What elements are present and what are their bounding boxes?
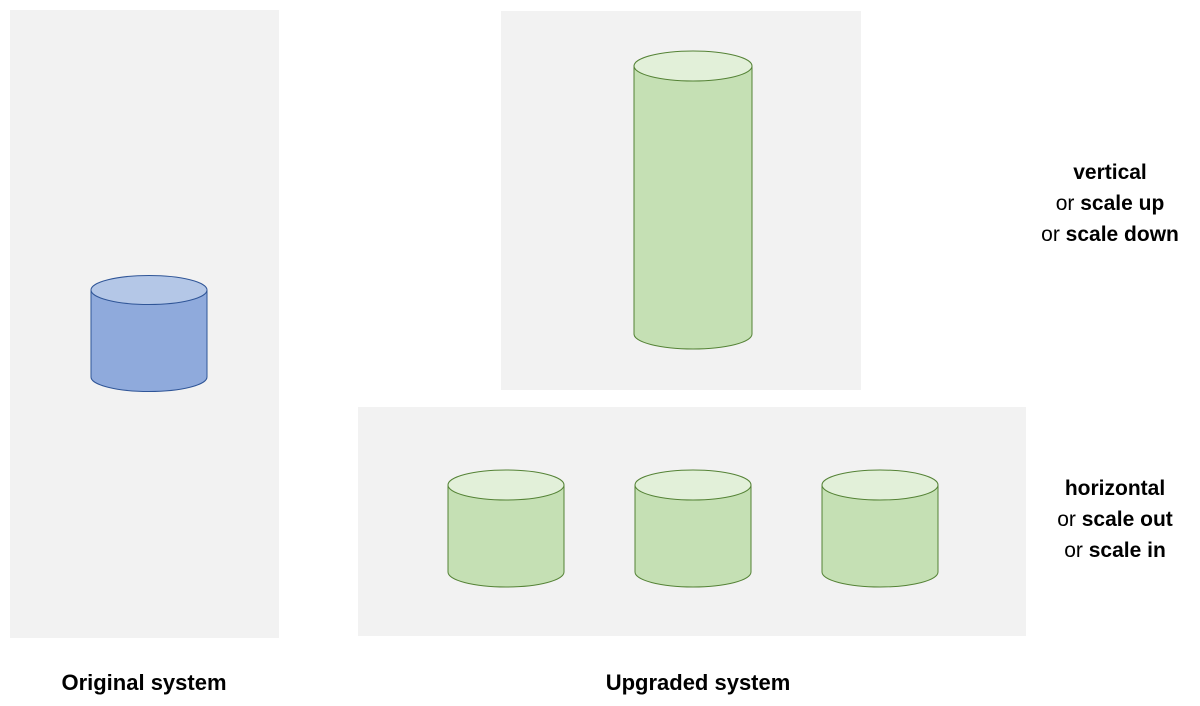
or-word: or: [1057, 508, 1082, 531]
scale-out-term: scale out: [1081, 508, 1173, 531]
scale-up-term: scale up: [1080, 192, 1165, 215]
scaled-out-database-icon: [447, 469, 565, 588]
scale-in-term: scale in: [1088, 539, 1166, 562]
vertical-scaling-label: vertical or scale up or scale down: [1020, 157, 1200, 250]
scaled-out-database-icon: [821, 469, 939, 588]
horizontal-scaling-label: horizontal or scale out or scale in: [1025, 473, 1200, 566]
scaled-up-database-icon: [633, 50, 753, 350]
scaled-out-database-icon: [634, 469, 752, 588]
scale-down-term: scale down: [1065, 223, 1179, 246]
vertical-term: vertical: [1073, 161, 1147, 184]
or-word: or: [1041, 223, 1066, 246]
original-database-icon: [90, 275, 208, 392]
or-word: or: [1064, 539, 1089, 562]
or-word: or: [1055, 192, 1081, 215]
horizontal-term: horizontal: [1064, 477, 1166, 500]
upgraded-system-caption: Upgraded system: [605, 670, 791, 695]
original-system-caption: Original system: [61, 670, 227, 695]
